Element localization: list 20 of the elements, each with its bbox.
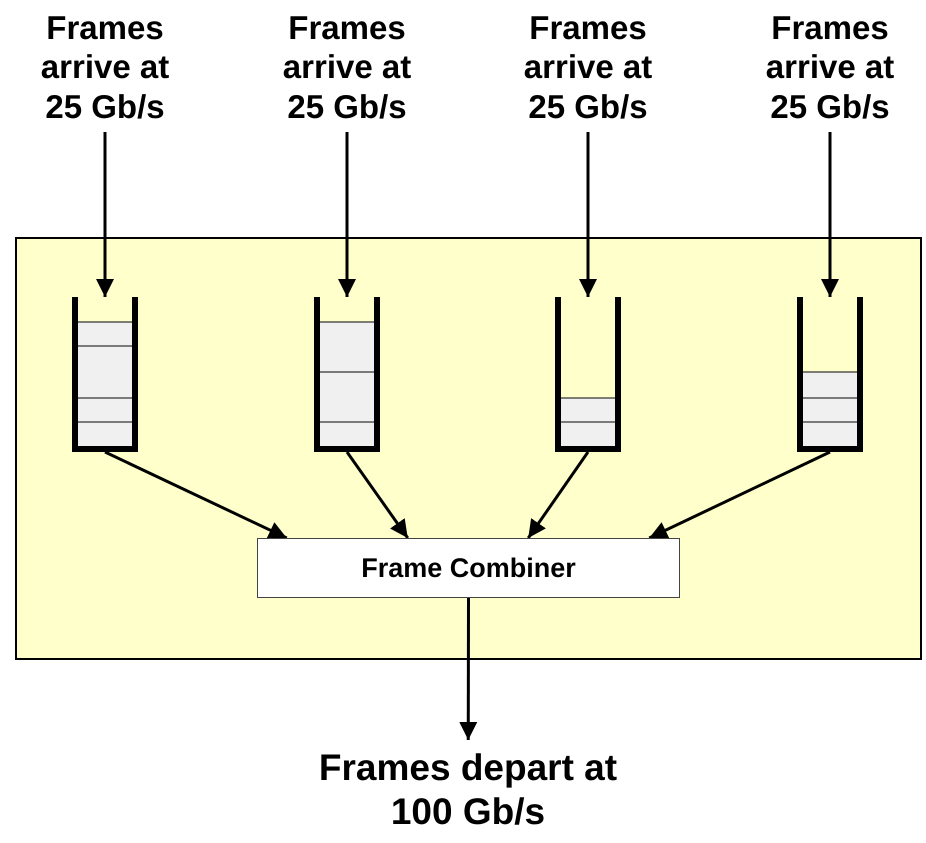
input-rate-label: Frames arrive at 25 Gb/s (752, 2, 908, 132)
arrow (96, 132, 114, 297)
arrow (459, 598, 478, 740)
arrow (346, 451, 409, 539)
input-rate-label: Frames arrive at 25 Gb/s (510, 2, 666, 132)
queue-drawing (314, 297, 380, 452)
system-box (15, 237, 922, 660)
input-rate-label: Frames arrive at 25 Gb/s (269, 2, 425, 132)
queue-drawing (797, 297, 863, 452)
queue-drawing (555, 297, 621, 452)
process-box: Frame Combiner (257, 538, 680, 598)
queue-drawing (72, 297, 138, 452)
arrow (648, 450, 831, 540)
arrow (527, 451, 590, 539)
arrow (579, 132, 597, 297)
arrow (338, 132, 356, 297)
arrow (821, 132, 839, 297)
output-rate-label: Frames depart at 100 Gb/s (318, 740, 618, 840)
input-rate-label: Frames arrive at 25 Gb/s (27, 2, 183, 132)
arrow (104, 450, 288, 540)
